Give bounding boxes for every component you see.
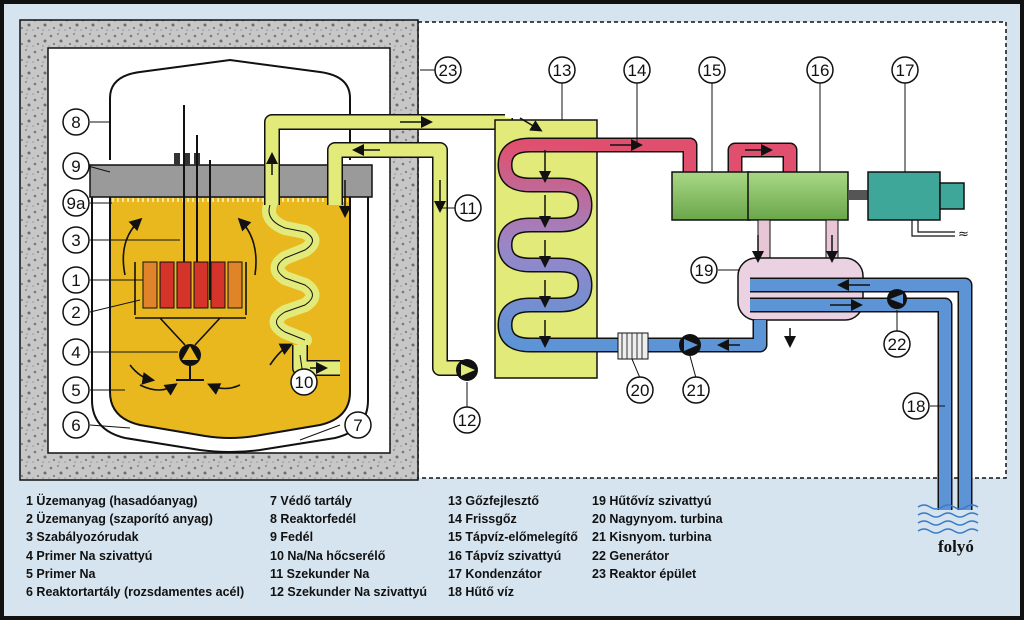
callout-label-2: 2: [71, 303, 80, 322]
fissile-fuel: [159, 261, 175, 309]
cooling-water-out: [750, 279, 971, 510]
fissile-fuel: [176, 261, 192, 309]
callout-circle-4: [62, 338, 90, 366]
callout-circle-3: [62, 226, 90, 254]
breeder-fuel: [227, 261, 243, 309]
callout-label-11: 11: [459, 199, 477, 218]
reactor-lid: [89, 164, 373, 198]
callout-circle-13: [548, 56, 576, 84]
callout-label-9: 9: [71, 157, 80, 176]
legend-item: 11 Szekunder Na: [270, 566, 370, 581]
callout-circle-19: [690, 256, 718, 284]
svg-text:≈: ≈: [958, 227, 969, 242]
callout-label-3: 3: [71, 231, 80, 250]
legend-item: 19 Hűtővíz szivattyú: [592, 494, 712, 508]
callout-label-8: 8: [71, 113, 80, 132]
callout-circle-21: [682, 376, 710, 404]
callout-circle-9a: [62, 189, 90, 217]
callout-circle-18: [902, 392, 930, 420]
callout-circle-16: [806, 56, 834, 84]
callout-label-14: 14: [628, 61, 647, 80]
callout-label-16: 16: [811, 61, 830, 80]
generator: [867, 171, 941, 221]
callout-label-7: 7: [353, 416, 362, 435]
breeder-fuel: [142, 261, 158, 309]
callout-label-13: 13: [553, 61, 572, 80]
callout-circle-17: [891, 56, 919, 84]
legend-item: 13 Gőzfejlesztő: [448, 494, 539, 508]
legend-column-4: 19 Hűtővíz szivattyú 20 Nagynyom. turbin…: [592, 492, 723, 583]
legend-item: 12 Szekunder Na szivattyú: [270, 584, 428, 599]
callout-label-21: 21: [687, 381, 706, 400]
callout-circle-7: [344, 411, 372, 439]
river-label: folyó: [938, 537, 974, 556]
callout-circle-5: [62, 376, 90, 404]
legend-item: 23 Reaktor épület: [592, 566, 697, 581]
callout-circle-2: [62, 298, 90, 326]
legend-item: 9 Fedél: [270, 530, 314, 545]
callout-label-22: 22: [888, 335, 907, 354]
callout-leaders: [87, 69, 945, 441]
legend-item: 15 Tápvíz-előmelegítő: [448, 530, 578, 545]
callout-circle-9: [62, 152, 90, 180]
callout-circle-1: [62, 266, 90, 294]
callout-label-19: 19: [695, 261, 714, 280]
fissile-fuel: [210, 261, 226, 309]
callout-label-1: 1: [71, 271, 80, 290]
callout-label-12: 12: [458, 411, 477, 430]
callout-circle-20: [626, 376, 654, 404]
legend-item: 4 Primer Na szivattyú: [26, 548, 153, 563]
callout-circle-10: [290, 368, 318, 396]
legend-item: 2 Üzemanyag (szaporító anyag): [26, 512, 213, 527]
legend-item: 10 Na/Na hőcserélő: [270, 548, 386, 563]
callout-label-9a: 9a: [67, 194, 86, 213]
callout-label-5: 5: [71, 381, 80, 400]
callout-label-15: 15: [703, 61, 722, 80]
steam-coil: [498, 139, 592, 351]
callout-label-23: 23: [439, 61, 458, 80]
legend-item: 6 Reaktortartály (rozsdamentes acél): [26, 584, 245, 599]
legend-item: 14 Frissgőz: [448, 512, 517, 527]
legend-item: 21 Kisnyom. turbina: [592, 530, 712, 545]
legend-item: 18 Hűtő víz: [448, 584, 514, 599]
cooling-water-in: [750, 299, 951, 510]
legend-column-3: 13 Gőzfejlesztő 14 Frissgőz 15 Tápvíz-el…: [448, 492, 578, 601]
callout-label-17: 17: [896, 61, 915, 80]
callout-label-6: 6: [71, 416, 80, 435]
callout-circle-23: [434, 56, 462, 84]
callout-label-18: 18: [907, 397, 926, 416]
legend-column-2: 7 Védő tartály 8 Reaktorfedél 9 Fedél 10…: [270, 492, 427, 601]
legend-item: 1 Üzemanyag (hasadóanyag): [26, 494, 198, 508]
legend-item: 3 Szabályozórudak: [26, 530, 139, 545]
legend-item: 5 Primer Na: [26, 566, 96, 581]
legend-item: 17 Kondenzátor: [448, 566, 542, 581]
callout-circle-11: [454, 194, 482, 222]
legend-column-1: 1 Üzemanyag (hasadóanyag) 2 Üzemanyag (s…: [26, 492, 244, 601]
legend-item: 20 Nagynyom. turbina: [592, 512, 723, 527]
callout-label-4: 4: [71, 343, 80, 362]
reactor-dome: [109, 58, 351, 160]
fissile-fuel: [193, 261, 209, 309]
lp-turbine: [747, 171, 849, 221]
river-waves: [917, 504, 979, 534]
callout-circle-15: [698, 56, 726, 84]
callout-circle-6: [62, 411, 90, 439]
legend-item: 7 Védő tartály: [270, 494, 352, 508]
legend-item: 16 Tápvíz szivattyú: [448, 548, 562, 563]
callout-circle-22: [883, 330, 911, 358]
callout-circle-14: [623, 56, 651, 84]
hp-turbine: [671, 171, 751, 221]
legend-item: 22 Generátor: [592, 548, 670, 563]
callout-circle-12: [453, 406, 481, 434]
legend-item: 8 Reaktorfedél: [270, 512, 357, 527]
callout-label-10: 10: [295, 373, 314, 392]
callout-circle-8: [62, 108, 90, 136]
na-na-heat-exchanger: [268, 204, 313, 341]
callout-label-20: 20: [631, 381, 650, 400]
